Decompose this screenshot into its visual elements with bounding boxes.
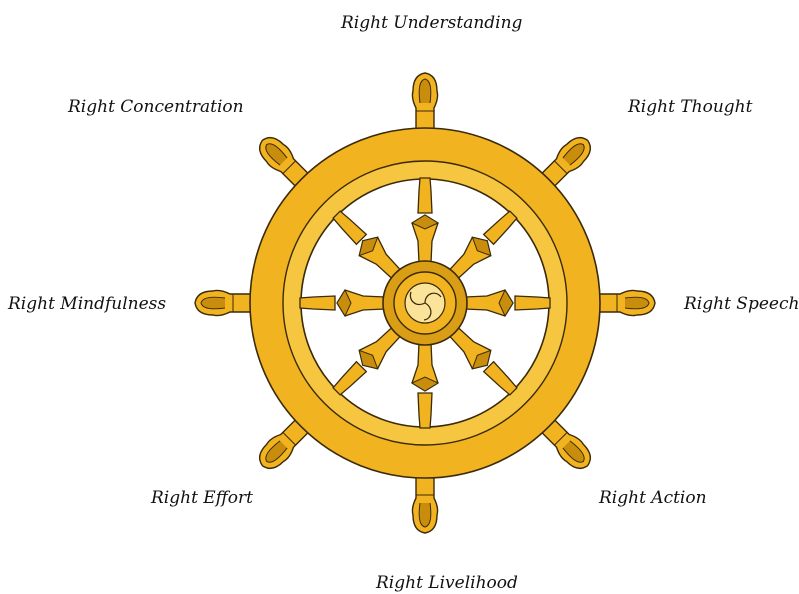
- label-right-mindfulness: Right Mindfulness: [8, 296, 166, 313]
- label-right-livelihood: Right Livelihood: [376, 575, 518, 592]
- handle-speech: [593, 290, 655, 315]
- handle-understanding: [412, 73, 437, 135]
- handle-mindfulness: [195, 290, 257, 315]
- label-right-concentration: Right Concentration: [68, 99, 244, 116]
- label-right-effort: Right Effort: [151, 490, 253, 507]
- label-right-understanding: Right Understanding: [341, 15, 522, 32]
- label-right-speech: Right Speech: [684, 296, 799, 313]
- label-right-thought: Right Thought: [628, 99, 752, 116]
- handle-livelihood: [412, 471, 437, 533]
- wheel-hub: [383, 261, 467, 345]
- label-right-action: Right Action: [599, 490, 707, 507]
